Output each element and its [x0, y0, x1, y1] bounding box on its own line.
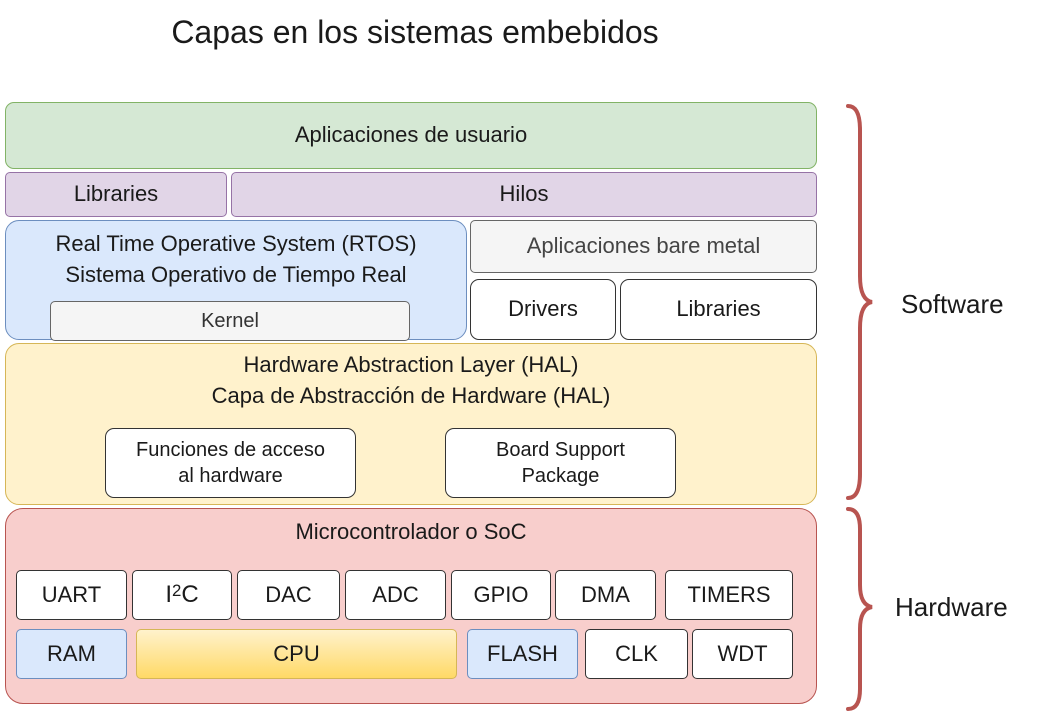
threads-block: Hilos [231, 172, 817, 217]
libraries-block: Libraries [5, 172, 227, 217]
hardware-access-functions: Funciones de acceso al hardware [105, 428, 356, 498]
diagram-title: Capas en los sistemas embebidos [171, 14, 659, 50]
rtos-title-es: Sistema Operativo de Tiempo Real [65, 261, 407, 287]
flash-block: FLASH [467, 629, 578, 679]
hal-title-es: Capa de Abstracción de Hardware (HAL) [211, 382, 611, 408]
drivers-block: Drivers [470, 279, 616, 340]
i2c-base: I [165, 581, 172, 609]
kernel-block: Kernel [50, 301, 410, 341]
cpu-block: CPU [136, 629, 457, 679]
software-brace-icon [846, 104, 873, 500]
wdt-block: WDT [692, 629, 793, 679]
uart-block: UART [16, 570, 127, 620]
rtos-layer: Real Time Operative System (RTOS) Sistem… [5, 220, 467, 341]
clk-block: CLK [585, 629, 688, 679]
ram-block: RAM [16, 629, 127, 679]
bsp-line-2: Package [521, 465, 600, 487]
i2c-superscript: 2 [171, 581, 182, 601]
bare-metal-applications: Aplicaciones bare metal [470, 220, 817, 273]
user-applications-layer: Aplicaciones de usuario [5, 102, 817, 169]
functions-line-1: Funciones de acceso [135, 439, 325, 461]
i2c-end: C [181, 581, 199, 609]
adc-block: ADC [345, 570, 446, 620]
microcontroller-title: Microcontrolador o SoC [295, 519, 527, 544]
libraries-block-2: Libraries [620, 279, 817, 340]
dac-block: DAC [237, 570, 340, 620]
hardware-brace-icon [846, 507, 873, 711]
hal-title-en: Hardware Abstraction Layer (HAL) [243, 352, 579, 377]
board-support-package: Board Support Package [445, 428, 676, 498]
rtos-title-en: Real Time Operative System (RTOS) [55, 231, 417, 256]
hardware-label: Hardware [895, 592, 1008, 622]
timers-block: TIMERS [665, 570, 793, 620]
dma-block: DMA [555, 570, 656, 620]
functions-line-2: al hardware [178, 465, 283, 487]
gpio-block: GPIO [451, 570, 551, 620]
software-label: Software [901, 289, 1004, 319]
hal-layer: Hardware Abstraction Layer (HAL) Capa de… [5, 343, 817, 505]
bsp-line-1: Board Support [496, 439, 625, 461]
